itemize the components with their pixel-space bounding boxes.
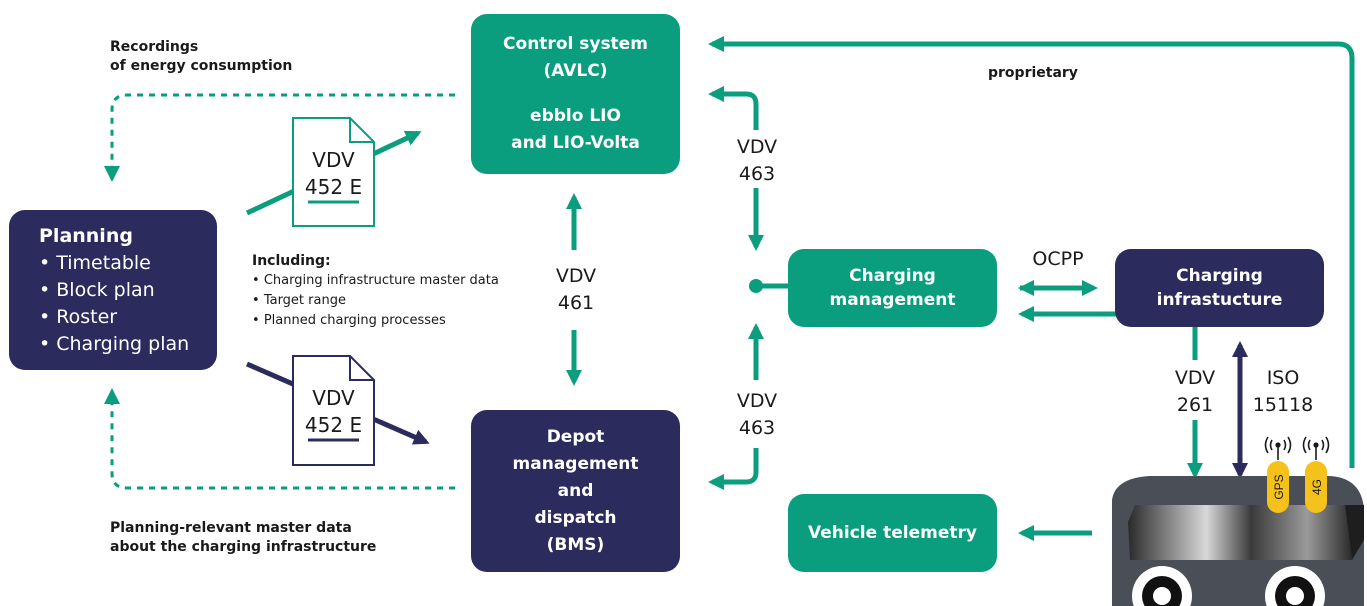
antenna-icon	[1264, 436, 1292, 460]
planning-item: Block plan	[39, 277, 154, 304]
recordings-line1: Recordings	[110, 39, 199, 55]
charging-infra-line2: infrastucture	[1156, 290, 1283, 310]
doc-top-line1: VDV	[312, 148, 355, 172]
vdv261-line1: VDV	[1174, 367, 1216, 389]
telemetry-line1: Vehicle telemetry	[808, 523, 977, 543]
depot-line5: (BMS)	[546, 534, 605, 555]
control-line4: and LIO-Volta	[511, 133, 640, 153]
vdv261-line2: 261	[1176, 394, 1214, 416]
arrow-vdv463-top-up	[708, 86, 759, 130]
bus-icon	[1112, 461, 1364, 606]
including-item: Target range	[252, 291, 499, 311]
planning-box: Planning Timetable Block plan Roster Cha…	[9, 210, 217, 370]
vdv463-bottom-label: VDV 463	[727, 388, 787, 442]
including-item: Charging infrastructure master data	[252, 271, 499, 291]
iso-line1: ISO	[1266, 367, 1300, 389]
arrow-recordings	[104, 93, 455, 182]
charging-infrastructure-box: Charging infrastucture	[1115, 249, 1324, 327]
charging-mgmt-line2: management	[829, 290, 956, 310]
antenna-icon	[1302, 436, 1330, 460]
charging-management-box: Charging management	[788, 249, 997, 327]
vdv463-top-label: VDV 463	[727, 134, 787, 188]
doc-bottom-line1: VDV	[312, 386, 355, 410]
depot-line1: Depot	[546, 426, 605, 447]
iso-line2: 15118	[1252, 394, 1314, 416]
control-system-box: Control system (AVLC) ebblo LIO and LIO-…	[471, 14, 680, 174]
control-line2: (AVLC)	[543, 61, 608, 81]
charging-infra-line1: Charging	[1176, 266, 1263, 286]
planning-title: Planning	[39, 224, 133, 247]
depot-line3: and	[557, 480, 594, 501]
vdv461-line2: 461	[557, 292, 595, 314]
planning-relevant-label: Planning-relevant master data about the …	[110, 519, 376, 557]
control-line3: ebblo LIO	[530, 106, 621, 126]
vdv461-label: VDV 461	[546, 263, 606, 317]
arrow-vdv463-bottom-down	[708, 448, 759, 490]
doc-bottom-line2: 452 E	[304, 413, 363, 437]
including-item: Planned charging processes	[252, 311, 499, 331]
vehicle-telemetry-box: Vehicle telemetry	[788, 494, 997, 572]
planning-item: Charging plan	[39, 331, 189, 358]
depot-line2: management	[512, 453, 639, 474]
including-note: Including: Charging infrastructure maste…	[252, 251, 499, 331]
recordings-line2: of energy consumption	[110, 58, 293, 74]
doc-top-line2: 452 E	[304, 175, 363, 199]
doc-bottom-label: VDV 452 E	[293, 385, 374, 439]
vdv261-label: VDV 261	[1167, 365, 1223, 419]
vdv463-bottom-line2: 463	[738, 417, 776, 439]
arrow-proprietary	[708, 36, 1355, 468]
recordings-label: Recordings of energy consumption	[110, 38, 292, 76]
arrow-planning-relevant	[104, 388, 455, 490]
file-icon	[292, 117, 375, 227]
planning-item: Timetable	[39, 250, 151, 277]
depot-management-box: Depot management and dispatch (BMS)	[471, 410, 680, 572]
planning-item: Roster	[39, 304, 117, 331]
ocpp-label: OCPP	[1032, 248, 1084, 270]
vdv463-top-line1: VDV	[736, 136, 778, 158]
including-title: Including:	[252, 253, 331, 269]
charging-mgmt-line1: Charging	[849, 266, 936, 286]
gps-tag: GPS	[1272, 474, 1286, 499]
planning-relevant-line1: Planning-relevant master data	[110, 520, 352, 536]
planning-relevant-line2: about the charging infrastructure	[110, 539, 377, 555]
vdv463-bottom-line1: VDV	[736, 390, 778, 412]
4g-tag: 4G	[1310, 479, 1324, 495]
doc-top-label: VDV 452 E	[293, 147, 374, 201]
control-line1: Control system	[503, 34, 648, 54]
proprietary-label: proprietary	[988, 65, 1078, 81]
depot-line4: dispatch	[534, 507, 617, 528]
file-icon	[292, 355, 375, 466]
vdv463-top-line2: 463	[738, 163, 776, 185]
vdv461-line1: VDV	[555, 265, 597, 287]
iso15118-label: ISO 15118	[1250, 365, 1316, 419]
